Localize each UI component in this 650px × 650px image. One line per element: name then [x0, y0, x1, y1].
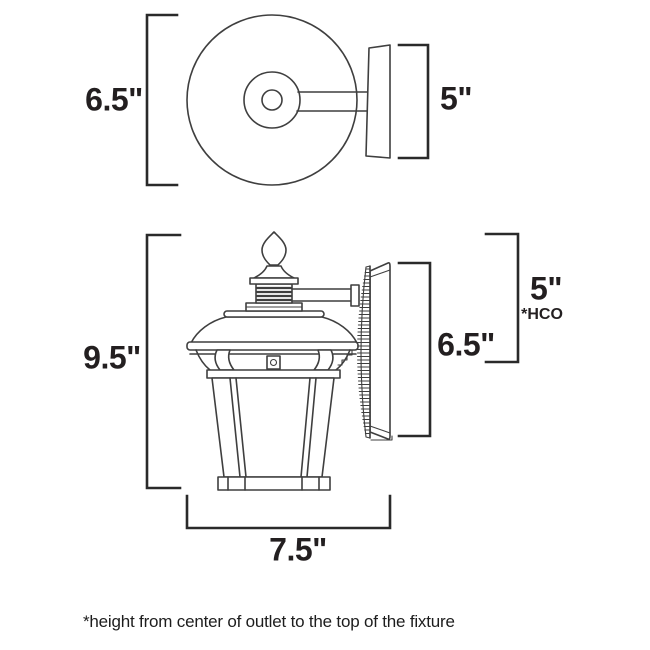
- post-left: [229, 377, 247, 478]
- dim-label-hco-abbreviation: *HCO: [521, 306, 563, 323]
- roof-bell: [190, 316, 358, 344]
- top-view-fixture: [186, 14, 391, 186]
- dim-label-top-depth: 5": [440, 80, 472, 117]
- finial-acorn: [261, 231, 287, 266]
- body-top-band: [206, 369, 341, 379]
- corner-scroll-right: [313, 349, 334, 371]
- finial-base-top: [243, 71, 301, 129]
- dim-label-hco-height: 5": [530, 270, 562, 307]
- arm-side: [291, 288, 353, 302]
- finial-flare-lip: [249, 277, 299, 285]
- dim-label-side-height: 9.5": [83, 339, 141, 376]
- dim-bracket-side-height: [145, 233, 182, 490]
- corner-scroll-left: [214, 349, 235, 371]
- set-screw: [266, 355, 281, 370]
- base-post-lines: [227, 476, 320, 491]
- wall-plate-cap-lines: [369, 269, 393, 441]
- side-view-fixture: [186, 231, 393, 491]
- wall-plate-top: [365, 44, 391, 159]
- dim-bracket-width: [185, 494, 392, 530]
- arm-flange: [350, 284, 360, 307]
- dim-bracket-top-depth: [397, 43, 430, 160]
- post-right: [300, 377, 317, 478]
- dim-bracket-top-height: [145, 13, 179, 187]
- wall-plate-side: [369, 262, 391, 440]
- side-view: [145, 231, 520, 530]
- dim-bracket-hco: [484, 232, 520, 364]
- finial-neck-ribs: [255, 286, 293, 302]
- top-view: [145, 13, 430, 187]
- dim-label-width: 7.5": [269, 531, 327, 568]
- dim-label-top-height: 6.5": [85, 81, 143, 118]
- lantern-base: [217, 476, 331, 491]
- dim-label-backplate-height: 6.5": [437, 326, 495, 363]
- arm-top: [296, 91, 369, 112]
- roof-rim: [186, 341, 359, 351]
- dim-bracket-backplate-height: [397, 261, 432, 438]
- roof-cap-band: [223, 310, 325, 318]
- backplate-ribs: [356, 268, 371, 435]
- set-screw-hole: [269, 358, 278, 367]
- footnote: *height from center of outlet to the top…: [83, 612, 455, 631]
- finial-flare: [253, 265, 295, 279]
- rim-step-molding: [337, 349, 353, 366]
- roof-outline-top: [186, 14, 358, 186]
- lantern-body: [211, 377, 335, 478]
- finial-tip-top: [261, 89, 283, 111]
